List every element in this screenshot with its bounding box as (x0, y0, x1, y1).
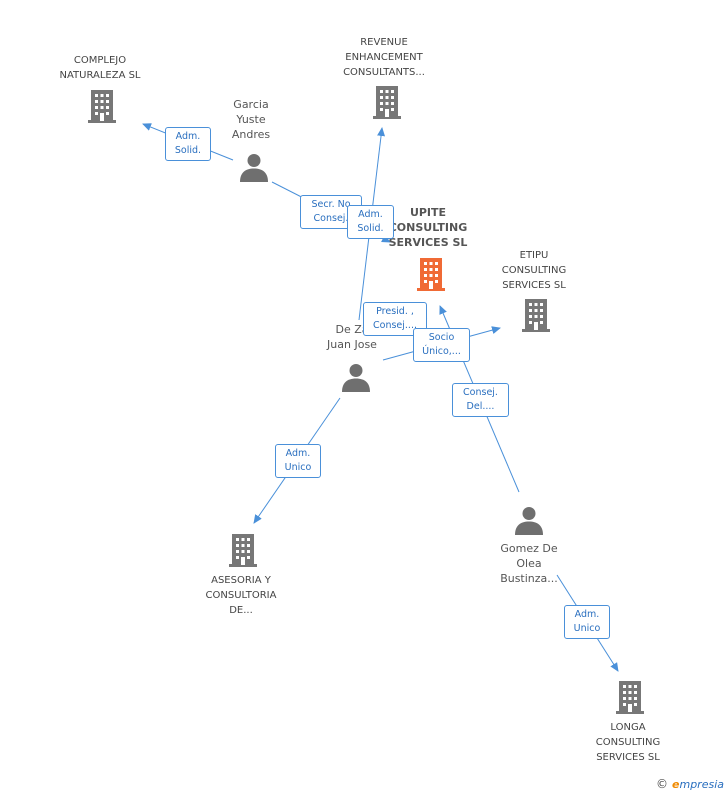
copyright-symbol: © (656, 777, 669, 791)
person-icon (342, 364, 370, 392)
edge-label-gomez-upite: Consej. Del.... (452, 383, 509, 417)
building-icon (616, 681, 644, 714)
building-icon (522, 299, 550, 332)
edge-label-dezarate-revenue: Adm. Solid. (347, 205, 394, 239)
node-label-complejo[interactable]: COMPLEJO NATURALEZA SL (59, 55, 141, 81)
edge-label-dezarate-asesoria: Adm. Unico (275, 444, 321, 478)
building-icon (88, 90, 116, 123)
node-label-longa[interactable]: LONGA CONSULTING SERVICES SL (595, 722, 661, 763)
node-label-revenue[interactable]: REVENUE ENHANCEMENT CONSULTANTS... (343, 37, 425, 78)
edge-label-dezarate-upite: Presid. , Consej.... (363, 302, 427, 336)
edge-label-garcia-upite: Secr. No Consej. (300, 195, 362, 229)
node-label-etipu[interactable]: ETIPU CONSULTING SERVICES SL (501, 250, 567, 291)
building-icon (229, 534, 257, 567)
person-icon (515, 507, 543, 535)
focus-building-icon (417, 258, 445, 291)
node-label-upite[interactable]: UPITE CONSULTING SERVICES SL (388, 206, 468, 249)
edge-label-gomez-longa: Adm. Unico (564, 605, 610, 639)
edge-label-dezarate-etipu: Socio Único,... (413, 328, 470, 362)
node-label-gomez[interactable]: Gomez De Olea Bustinza... (500, 542, 558, 585)
brand-name: mpresia (679, 778, 724, 791)
building-icon (373, 86, 401, 119)
brand-e: e (672, 778, 680, 791)
brand-logo: ©empresia (656, 777, 724, 791)
node-label-dezarate[interactable]: De Za Juan Jose (327, 323, 377, 351)
edge-label-garcia-complejo: Adm. Solid. (165, 127, 211, 161)
node-label-asesoria[interactable]: ASESORIA Y CONSULTORIA DE... (205, 575, 277, 616)
person-icon (240, 154, 268, 182)
node-label-garcia[interactable]: Garcia Yuste Andres (231, 98, 271, 141)
